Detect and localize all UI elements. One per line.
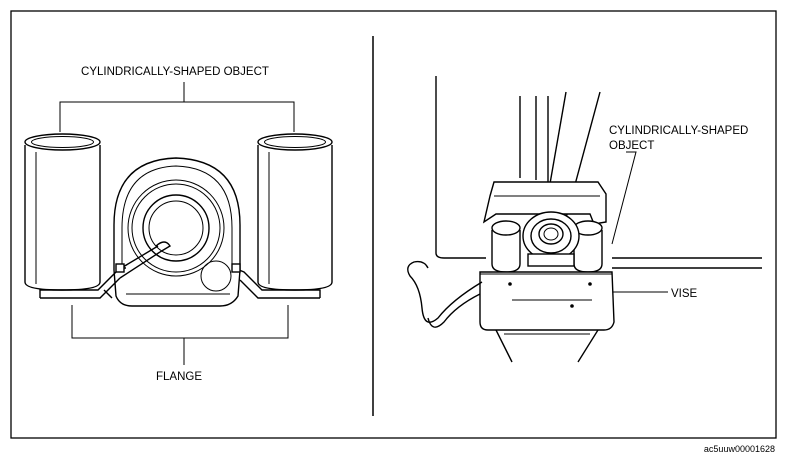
label-flange: FLANGE [156, 371, 202, 383]
bushing [113, 157, 241, 307]
vise-cylinders [491, 220, 603, 273]
label-vise: VISE [671, 288, 698, 300]
label-cylindrical-object-right-line2: OBJECT [609, 140, 654, 152]
right-cylinder [257, 133, 333, 291]
label-cylindrical-object-left: CYLINDRICALLY-SHAPED OBJECT [81, 66, 269, 78]
flange-bracket [39, 241, 321, 299]
vise-jaw-upper [482, 181, 607, 225]
left-cylinder [24, 133, 101, 291]
figure-code: ac5uuw00001628 [704, 444, 775, 454]
hose-loop [407, 260, 483, 323]
figure-frame [10, 10, 777, 439]
vise-bushing [522, 211, 580, 267]
label-cylindrical-object-right-line1: CYLINDRICALLY-SHAPED [609, 125, 748, 137]
right-illustration [407, 76, 762, 363]
left-illustration [24, 82, 333, 365]
vise-body [479, 271, 615, 363]
